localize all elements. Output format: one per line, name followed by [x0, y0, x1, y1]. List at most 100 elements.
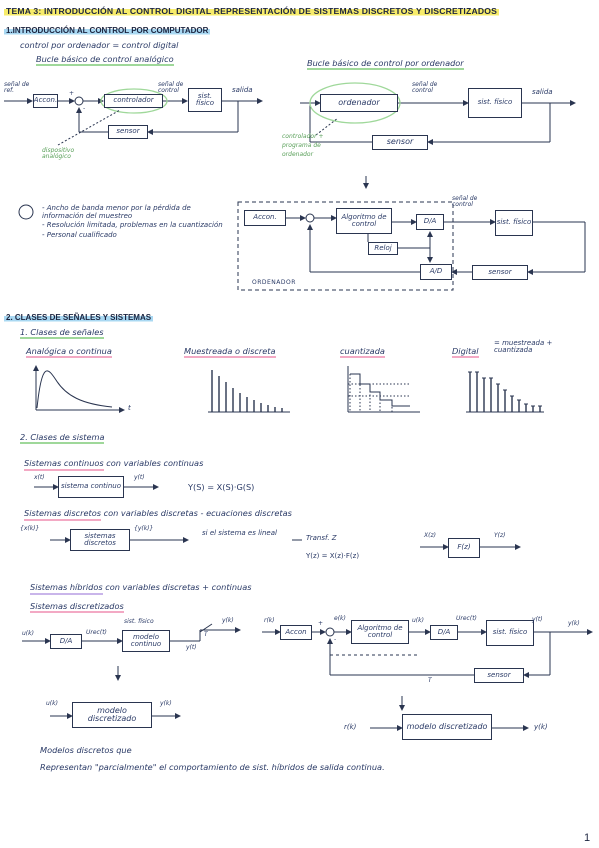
discrete-input: {x(k)} — [20, 525, 40, 532]
detail-algorithm-box: Algoritmo de control — [336, 208, 392, 234]
analog-controlador-box: controlador — [104, 94, 163, 108]
signal-digital-definition: = muestreada + cuantizada — [494, 339, 553, 354]
hybrid-urect-label: Urec(t) — [86, 629, 107, 636]
hybrid-da2-box: D/A — [430, 625, 458, 640]
page-title: TEMA 3: INTRODUCCIÓN AL CONTROL DIGITAL … — [4, 6, 500, 16]
analog-loop-title: Bucle básico de control analógico — [36, 55, 174, 67]
analog-output-label: salida — [232, 86, 253, 94]
model2-discretized-box: modelo discretizado — [402, 714, 492, 740]
digital-ordenador-box: ordenador — [320, 94, 398, 112]
digital-control-signal-label: señal de control — [412, 81, 438, 94]
signal-analog-label: Analógica o continua — [26, 347, 112, 359]
hybrid-description: con variables discretas + continuas — [105, 582, 252, 592]
hybrid-urect2-label: Urec(t) — [456, 615, 477, 622]
signal-time-axis-label: t — [128, 404, 131, 412]
drawbacks-list: - Ancho de banda menor por la pérdida de… — [42, 204, 227, 240]
detail-accion-box: Accon. — [244, 210, 286, 226]
hybrid-yk-label: y(k) — [222, 617, 234, 624]
note-body: Representan "parcialmente" el comportami… — [40, 762, 385, 772]
signal-quantized-label: cuantizada — [340, 347, 385, 359]
model2-output-label: y(k) — [534, 723, 548, 731]
hybrid-uk-label: u(k) — [22, 630, 34, 637]
detail-sensor-box: sensor — [472, 265, 528, 280]
model-output-label: y(k) — [160, 700, 172, 707]
detail-plant-box: sist. físico — [495, 210, 533, 236]
analog-plus: + — [69, 90, 75, 97]
continuous-title: Sistemas continuos — [24, 458, 104, 471]
hybrid-accion-box: Accon — [280, 625, 312, 640]
hybrid-yk2-label: y(k) — [568, 620, 580, 627]
analog-sensor-box: sensor — [108, 125, 148, 139]
digital-output-label: salida — [532, 88, 553, 96]
discrete-z-transform: Transf. Z — [306, 534, 337, 542]
hybrid-ek-label: e(k) — [334, 615, 346, 622]
continuous-formula: Y(S) = X(S)·G(S) — [188, 482, 255, 492]
section-2-heading: 2. CLASES DE SEÑALES Y SISTEMAS — [4, 313, 154, 322]
analog-ref-label: señal de ref. — [4, 81, 30, 94]
sampled-signal-bars — [211, 370, 283, 412]
analog-plant-box: sist. físico — [188, 88, 222, 112]
detail-computer-label: ORDENADOR — [252, 279, 296, 286]
hybrid-yt2-label: y(t) — [532, 616, 543, 623]
hybrid-line: Sistemas híbridos con variables discreta… — [30, 582, 252, 595]
discrete-linear-note: si el sistema es lineal — [202, 529, 277, 537]
continuous-input: x(t) — [34, 474, 45, 481]
discrete-line: Sistemas discretos con variables discret… — [24, 508, 292, 521]
systems-subheading: 2. Clases de sistema — [20, 433, 105, 445]
drawback-item: - Ancho de banda menor por la pérdida de… — [42, 204, 191, 220]
hybrid-continuous-model-box: modelo continuo — [122, 630, 170, 652]
hybrid-algorithm-box: Algoritmo de control — [351, 620, 409, 644]
discrete-fz-input: X(z) — [424, 532, 436, 539]
discrete-title: Sistemas discretos — [24, 508, 101, 521]
model-discretized-box: modelo discretizado — [72, 702, 152, 728]
discrete-fz-output: Y(z) — [494, 532, 506, 539]
drawback-item: - Resolución limitada, problemas en la c… — [42, 221, 223, 230]
hybrid-da-box: D/A — [50, 634, 82, 649]
discrete-output: {y(k)} — [134, 525, 154, 532]
detail-da-box: D/A — [416, 214, 444, 230]
analog-device-note: dispositivo analógico — [42, 147, 75, 160]
discrete-fz-box: F(z) — [448, 538, 480, 558]
hybrid-title: Sistemas híbridos — [30, 582, 103, 595]
section-1-heading: 1.INTRODUCCIÓN AL CONTROL POR COMPUTADOR — [4, 26, 211, 35]
page-number: 1 — [584, 832, 591, 844]
hybrid-minus: - — [334, 636, 337, 643]
detail-ad-box: A/D — [420, 264, 452, 280]
continuous-output: y(t) — [134, 474, 145, 481]
detail-control-signal-label: señal de control — [452, 195, 478, 208]
hybrid-rk-label: r(k) — [264, 617, 275, 624]
discretized-title: Sistemas discretizados — [30, 602, 124, 614]
hybrid-sampler-T: T — [204, 631, 208, 638]
hybrid-sensor-box: sensor — [474, 668, 524, 683]
model2-input-label: r(k) — [344, 723, 357, 731]
signal-sampled-label: Muestreada o discreta — [184, 347, 276, 359]
continuous-line: Sistemas continuos con variables continu… — [24, 458, 203, 471]
signal-digital-label: Digital — [452, 347, 479, 359]
hybrid-plant-label: sist. físico — [124, 618, 154, 625]
detail-clock-box: Reloj — [368, 242, 398, 255]
discrete-description: con variables discretas - ecuaciones dis… — [103, 508, 292, 518]
hybrid-plus: + — [318, 620, 324, 627]
signals-subheading: 1. Clases de señales — [20, 328, 104, 340]
model-input-label: u(k) — [46, 700, 58, 707]
digital-controller-note: controlador + programa de ordenador — [282, 133, 324, 158]
hybrid-uk2-label: u(k) — [412, 617, 424, 624]
digital-sensor-box: sensor — [372, 135, 428, 150]
drawback-item: - Personal cualificado — [42, 231, 117, 240]
discrete-formula: Y(z) = X(z)·F(z) — [306, 552, 360, 560]
analog-minus: - — [83, 105, 86, 112]
section-1-subtitle: control por ordenador = control digital — [20, 40, 179, 50]
analog-control-signal-label: señal de control — [158, 81, 184, 94]
note-title: Modelos discretos que — [40, 745, 132, 755]
hybrid-sampler-T2: T — [428, 677, 432, 684]
continuous-system-box: sistema continuo — [58, 476, 124, 498]
discrete-system-box: sistemas discretos — [70, 529, 130, 551]
digital-plant-box: sist. físico — [468, 88, 522, 118]
hybrid-yt-label: y(t) — [186, 644, 197, 651]
hybrid-plant2-box: sist. físico — [486, 620, 534, 646]
digital-loop-title: Bucle básico de control por ordenador — [307, 59, 464, 71]
analog-accion-box: Accon. — [33, 94, 58, 108]
digital-signal-bars — [468, 371, 542, 412]
